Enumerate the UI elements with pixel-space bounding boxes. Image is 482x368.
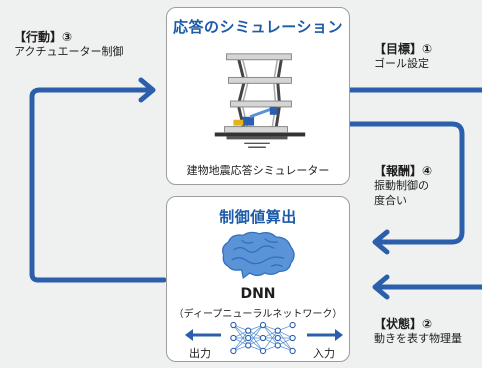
simulation-box: 応答のシミュレーション 建物地震応答シミュレーター [166,7,350,185]
output-label: 出力 [189,347,211,360]
reward-arrow [347,121,465,245]
reward-arrowhead [372,229,390,255]
goal-label-body: ゴール設定 [374,57,429,70]
action-arrow [29,87,167,283]
output-arrow-icon [185,329,221,341]
simulation-caption: 建物地震応答シミュレーター [186,164,330,177]
brain-icon [222,231,295,280]
building-icon [214,53,306,148]
state-arrowhead [372,274,390,300]
state-label-head: 【状態】② [374,317,433,331]
dnn-label: DNN [240,286,276,302]
dnn-sublabel: （ディープニューラルネットワーク） [173,309,343,320]
simulation-title: 応答のシミュレーション [173,18,343,36]
reward-label-head: 【報酬】④ [374,164,433,178]
control-title: 制御値算出 [219,208,297,226]
goal-label-head: 【目標】① [374,42,433,56]
reward-label-line1: 振動制御の [374,179,429,192]
input-arrow-icon [307,329,343,341]
neural-network-icon [230,321,296,355]
control-box: 制御値算出 DNN （ディープニューラルネットワーク） 出力 入力 [166,196,350,362]
state-label-body: 動きを表す物理量 [374,332,462,345]
action-label-body: アクチュエーター制御 [14,45,124,58]
reward-label-line2: 度合い [374,194,407,207]
action-label-head: 【行動】③ [14,30,73,44]
input-label: 入力 [313,347,335,360]
action-arrowhead [138,77,156,103]
